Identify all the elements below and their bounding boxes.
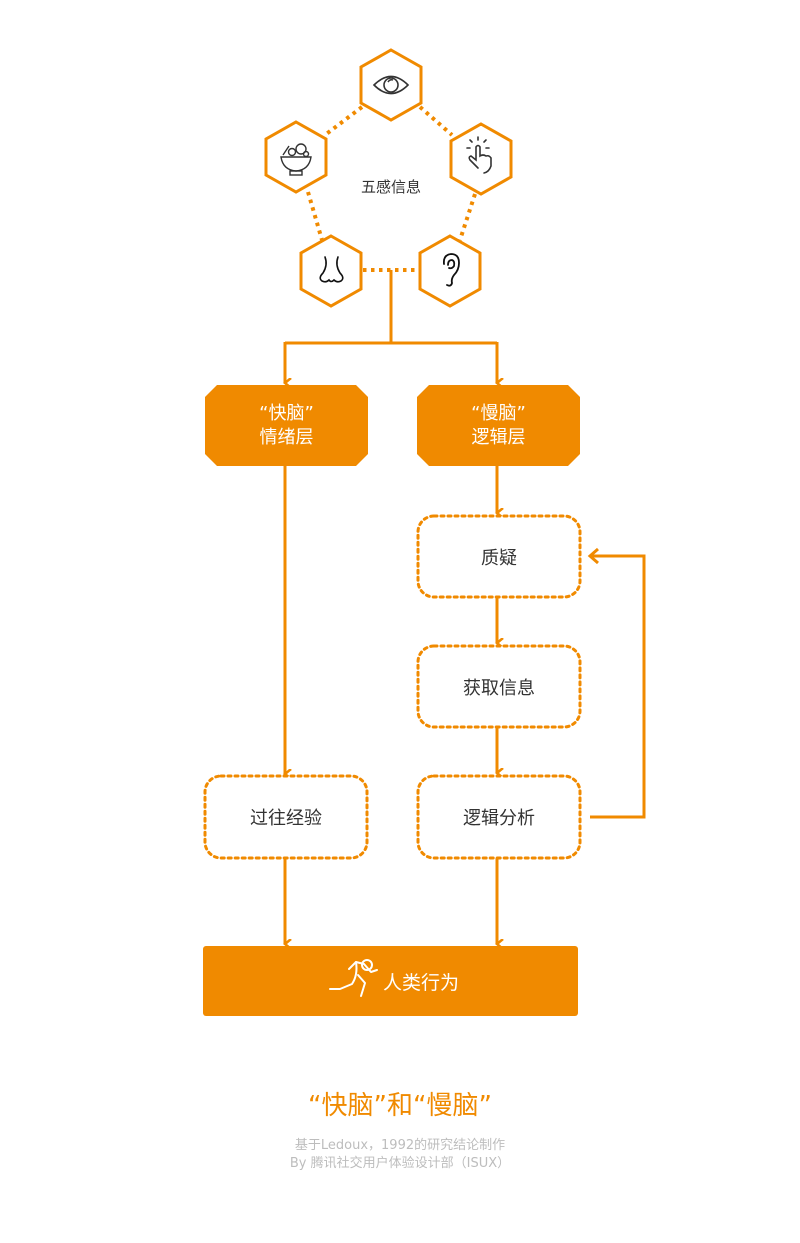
slow-brain-label: “慢脑” 逻辑层 — [417, 395, 580, 457]
feedback-arrowhead — [587, 547, 599, 565]
behavior-bar — [203, 946, 578, 1016]
step-box-question — [416, 514, 582, 599]
nose-icon — [319, 256, 344, 283]
touch-hand-icon — [466, 136, 492, 174]
source-caption: 基于Ledoux，1992的研究结论制作 — [294, 1138, 506, 1153]
hexagon-smell — [299, 234, 363, 308]
fast-brain-label: “快脑” 情绪层 — [205, 395, 368, 457]
fast-brain-title: “快脑” — [259, 403, 314, 424]
fast-brain-subtitle: 情绪层 — [259, 427, 314, 448]
step-box-experience — [203, 774, 369, 860]
hexagon-touch — [449, 122, 513, 196]
hexagon-hearing — [418, 234, 482, 308]
connector-eye-touch — [418, 105, 454, 137]
connector-taste-smell — [306, 191, 324, 241]
slow-brain-box — [417, 385, 580, 466]
diagram-title: “快脑”和“慢脑” — [308, 1091, 492, 1121]
feedback-loop-arrow — [590, 554, 646, 819]
food-bowl-icon — [280, 143, 312, 176]
slow-brain-subtitle: 逻辑层 — [471, 427, 526, 448]
step-box-analysis — [416, 774, 582, 860]
step-get-info-label: 获取信息 — [463, 677, 535, 699]
running-person-icon — [329, 959, 378, 997]
connector-touch-ear — [458, 193, 477, 241]
credit-caption: By 腾讯社交用户体验设计部（ISUX） — [289, 1156, 511, 1171]
step-analysis-label: 逻辑分析 — [463, 808, 535, 829]
step-box-get-info — [416, 644, 582, 729]
eye-icon — [372, 75, 410, 95]
slow-brain-title: “慢脑” — [471, 403, 526, 424]
senses-center-label: 五感信息 — [360, 178, 421, 196]
hexagon-sight — [359, 48, 423, 122]
behavior-label: 人类行为 — [383, 972, 460, 994]
ear-icon — [442, 253, 460, 287]
connector-eye-taste — [323, 105, 364, 137]
step-question-label: 质疑 — [481, 547, 517, 569]
step-experience-label: 过往经验 — [250, 808, 322, 829]
fast-brain-box — [205, 385, 368, 466]
